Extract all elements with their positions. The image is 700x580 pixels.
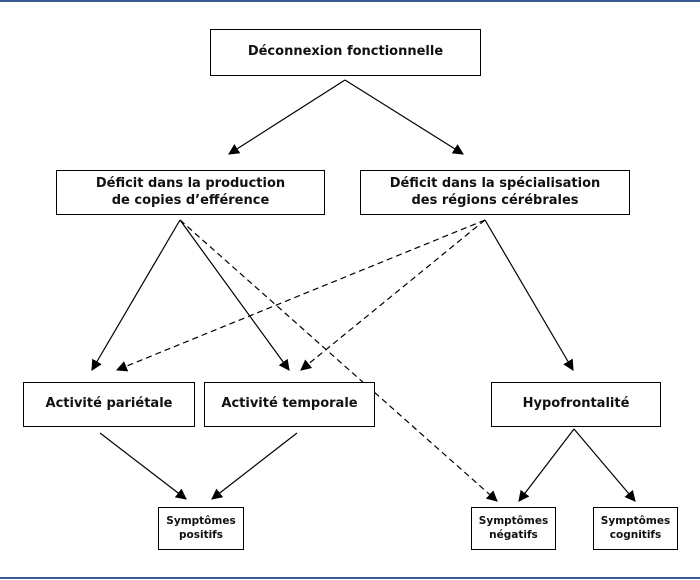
node-label-line2: positifs [178,528,223,541]
node-label-line2: de copies d’efférence [111,192,270,208]
node-deficit-copies-efference: Déficit dans la production de copies d’e… [56,170,325,215]
node-activite-temporale: Activité temporale [204,382,375,427]
node-label-line1: Symptômes [166,515,236,528]
node-label-line1: Symptômes [478,515,549,528]
bottom-rule [0,577,700,579]
arrow-specialisation-to-parietal [115,219,486,372]
node-symptomes-negatifs: Symptômes négatifs [471,507,556,550]
node-symptomes-cognitifs: Symptômes cognitifs [593,507,678,550]
arrow-root-to-specialisation [344,79,464,155]
arrow-hypofrontal-to-negative [518,428,575,502]
node-label-line2: négatifs [489,528,538,541]
arrow-parietal-to-positive [99,432,187,500]
node-label: Activité pariétale [45,396,173,412]
top-rule [0,0,700,2]
arrow-efference-to-temporal [179,219,290,371]
node-label-line1: Déficit dans la spécialisation [389,175,601,191]
node-label-line1: Déficit dans la production [95,175,286,191]
node-activite-parietale: Activité pariétale [23,382,195,427]
node-label: Déconnexion fonctionnelle [247,44,444,60]
arrow-efference-to-negative [179,219,498,502]
node-deficit-specialisation: Déficit dans la spécialisation des régio… [360,170,630,215]
node-label: Activité temporale [221,396,358,412]
arrow-root-to-efference [228,79,346,155]
arrow-specialisation-to-hypofrontal [484,219,574,371]
node-label-line1: Symptômes [600,515,671,528]
arrow-temporal-to-positive [211,432,298,500]
node-label-line2: des régions cérébrales [411,192,579,208]
node-deconnexion-fonctionnelle: Déconnexion fonctionnelle [210,29,481,76]
arrow-specialisation-to-temporal [300,219,486,371]
node-label: Hypofrontalité [522,396,630,412]
arrow-efference-to-parietal [91,219,181,371]
arrow-hypofrontal-to-cognitive [573,428,636,502]
node-hypofrontalite: Hypofrontalité [491,382,661,427]
node-label-line2: cognitifs [609,528,662,541]
node-symptomes-positifs: Symptômes positifs [158,507,244,550]
